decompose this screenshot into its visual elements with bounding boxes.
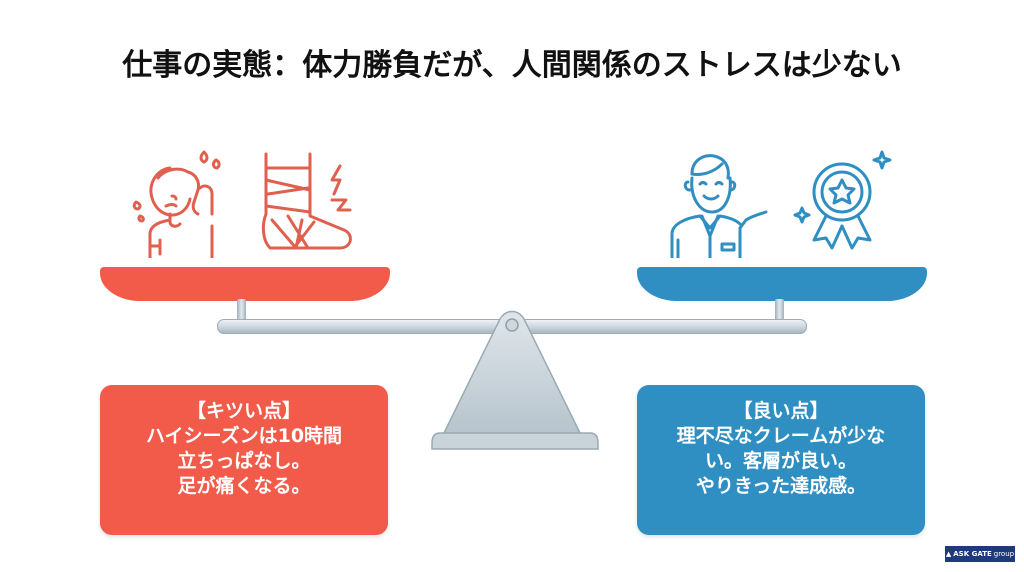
positives-card: 【良い点】 理不尽なクレームが少な い。客層が良い。 やりきった達成感。 [637, 385, 925, 535]
page-title: 仕事の実態：体力勝負だが、人間関係のストレスは少ない [122, 48, 902, 83]
logo-suffix: group [993, 550, 1015, 558]
logo-brand: ASK GATE [953, 550, 992, 558]
negatives-heading: 【キツい点】 [186, 400, 301, 422]
smiling-staff-icon [662, 148, 772, 262]
logo-mark-icon: ▲ [945, 550, 952, 558]
ask-gate-logo: ▲ ASK GATE group [945, 546, 1015, 562]
positives-line: やりきった達成感。 [695, 475, 867, 497]
positives-line: い。客層が良い。 [704, 450, 857, 472]
positives-heading: 【良い点】 [733, 400, 829, 422]
negatives-card: 【キツい点】 ハイシーズンは10時間 立ちっぱなし。 足が痛くなる。 [100, 385, 388, 535]
sweating-tired-person-icon [130, 148, 240, 262]
left-pan-hanger [237, 299, 246, 329]
scale-fulcrum [420, 305, 610, 459]
negatives-line: 足が痛くなる。 [177, 475, 311, 497]
right-pan-hanger [775, 299, 784, 329]
bandaged-foot-pain-icon [258, 150, 368, 264]
right-scale-pan [637, 267, 927, 301]
negatives-line: 立ちっぱなし。 [177, 450, 311, 472]
positives-line: 理不尽なクレームが少な [676, 425, 886, 447]
award-ribbon-star-icon [790, 146, 900, 260]
left-scale-pan [100, 267, 390, 301]
negatives-line: ハイシーズンは10時間 [145, 425, 343, 447]
